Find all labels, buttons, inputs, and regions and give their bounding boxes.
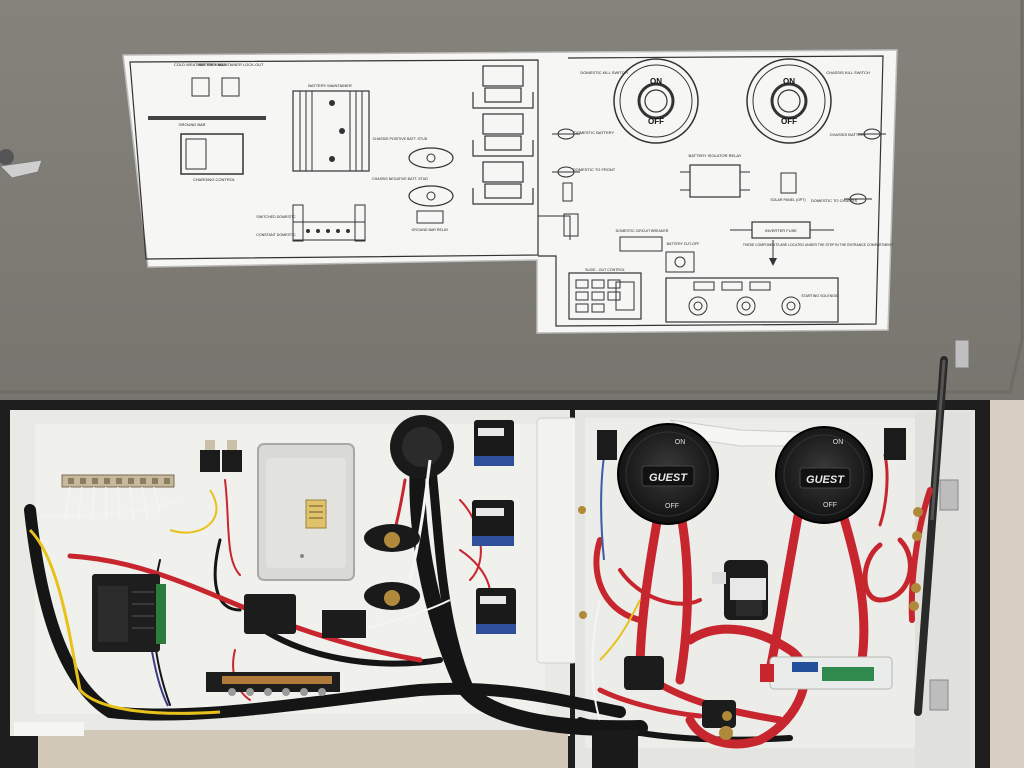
label-battery-lockout: BATTERY MAINTAINER LOCK-OUT [198, 62, 264, 67]
charging-control-symbol [180, 133, 244, 175]
label-domestic-kill: DOMESTIC KILL SWITCH [580, 70, 627, 75]
battery-cutoff-symbol [665, 251, 695, 273]
label-domestic-battery: DOMESTIC BATTERY [574, 130, 615, 135]
diagram-left-off-label: OFF [648, 117, 664, 126]
chassis-negative-stud [364, 582, 420, 610]
relay-stack-symbol [472, 65, 534, 205]
wiring-diagram-sticker: COLD WEATHER PACKAGE BATTERY MAINTAINER … [122, 49, 898, 334]
small-relay-2 [222, 450, 242, 472]
ground-bar-symbol [148, 116, 266, 120]
left-switch-brand: GUEST [649, 472, 688, 484]
right-switch-brand: GUEST [806, 474, 845, 486]
left-switch-off-label: OFF [665, 503, 679, 510]
yellow-wire [28, 528, 221, 715]
chassis-relay [884, 428, 906, 460]
label-domestic-to-chassis: DOMESTIC TO CHASSIS [811, 198, 858, 203]
ground-bar-relay-symbol [416, 210, 444, 224]
label-starting-solenoid: STARTING SOLENOID [801, 294, 839, 298]
right-switch-off-label: OFF [823, 502, 837, 509]
ground-bar-relay [244, 594, 296, 634]
chassis-negative-stud-symbol [408, 185, 454, 207]
small-relay-1 [200, 450, 220, 472]
diagram-left-on-label: ON [650, 77, 662, 86]
label-slide-out-control: SLIDE - OUT CONTROL [585, 268, 625, 272]
black-wire-harness [24, 432, 793, 743]
label-domestic-to-front: DOMESTIC TO FRONT [573, 167, 616, 172]
starting-solenoid [624, 656, 664, 690]
label-ground-bar: GROUND BAR [178, 122, 205, 127]
lockout-relay-symbol [221, 77, 240, 97]
lid-hinge [954, 339, 970, 369]
label-chassis-positive: CHASSIS POSITIVE BATT. STUD [373, 137, 428, 141]
label-solar-panel: SOLAR PANEL (OPT) [770, 198, 805, 202]
panel-hinge [929, 679, 949, 711]
battery-stud-symbols [552, 128, 886, 205]
label-charging-control: CHARGING CONTROL [193, 177, 236, 182]
label-constant-domestic: CONSTANT DOMESTIC [256, 233, 296, 237]
right-switch-on-label: ON [833, 439, 844, 446]
chassis-positive-stud [364, 524, 420, 552]
label-battery-cutoff: BATTERY CUT-OFF [667, 242, 701, 246]
circuit-breaker [712, 560, 768, 620]
terminal-strip-top [61, 474, 175, 521]
brass-studs [578, 506, 923, 619]
label-chassis-battery: CHASSIS BATTERY [830, 132, 867, 137]
solar-relay [597, 430, 617, 460]
charging-control-module [92, 574, 166, 652]
diagram-domestic-kill-switch: ON OFF [613, 58, 699, 144]
label-switched-domestic: SWITCHED DOMESTIC [256, 215, 296, 219]
label-circuit-breaker: DOMESTIC CIRCUIT BREAKER [616, 229, 669, 233]
label-chassis-negative: CHASSIS NEGATIVE BATT. STUD [372, 177, 428, 181]
cold-weather-relay-symbol [191, 77, 210, 97]
label-chassis-kill: CHASSIS KILL SWITCH [826, 70, 870, 75]
isolator-relay-symbol [689, 164, 741, 198]
circuit-breaker-symbol [619, 236, 663, 252]
left-switch-on-label: ON [675, 439, 686, 446]
domestic-kill-switch[interactable]: GUEST ON OFF [617, 423, 719, 525]
diagram-right-on-label: ON [783, 77, 795, 86]
chassis-kill-switch[interactable]: GUEST ON OFF [775, 426, 873, 524]
label-battery-maintainer: BATTERY MAINTAINER [308, 83, 352, 88]
label-inverter-fuse: INVERTER FUSE [765, 228, 797, 233]
starting-relays-box-symbol [665, 277, 839, 323]
relay-stack [472, 420, 516, 634]
lid-latch [0, 149, 43, 179]
ground-terminal-bar [206, 672, 340, 696]
solar-panel-symbol [780, 172, 797, 194]
label-components-note: THESE COMPONENTS ARE LOCATED UNDER THE S… [743, 243, 893, 247]
diagram-right-off-label: OFF [781, 117, 797, 126]
slide-out-control-symbol [568, 272, 642, 320]
label-isolator-relay: BATTERY ISOLATOR RELAY [689, 153, 742, 158]
inverter-fuse [760, 656, 893, 690]
label-cold-weather: COLD WEATHER PACKAGE [174, 62, 226, 67]
diagram-chassis-kill-switch: ON OFF [746, 58, 832, 144]
label-ground-bar-relay: GROUND BAR RELAY [412, 228, 449, 232]
electrical-compartment: GUEST ON OFF GUEST ON OFF [0, 356, 1024, 768]
battery-maintainer-box [257, 443, 355, 581]
chassis-positive-stud-symbol [408, 147, 454, 169]
battery-maintainer-symbol [292, 90, 370, 172]
